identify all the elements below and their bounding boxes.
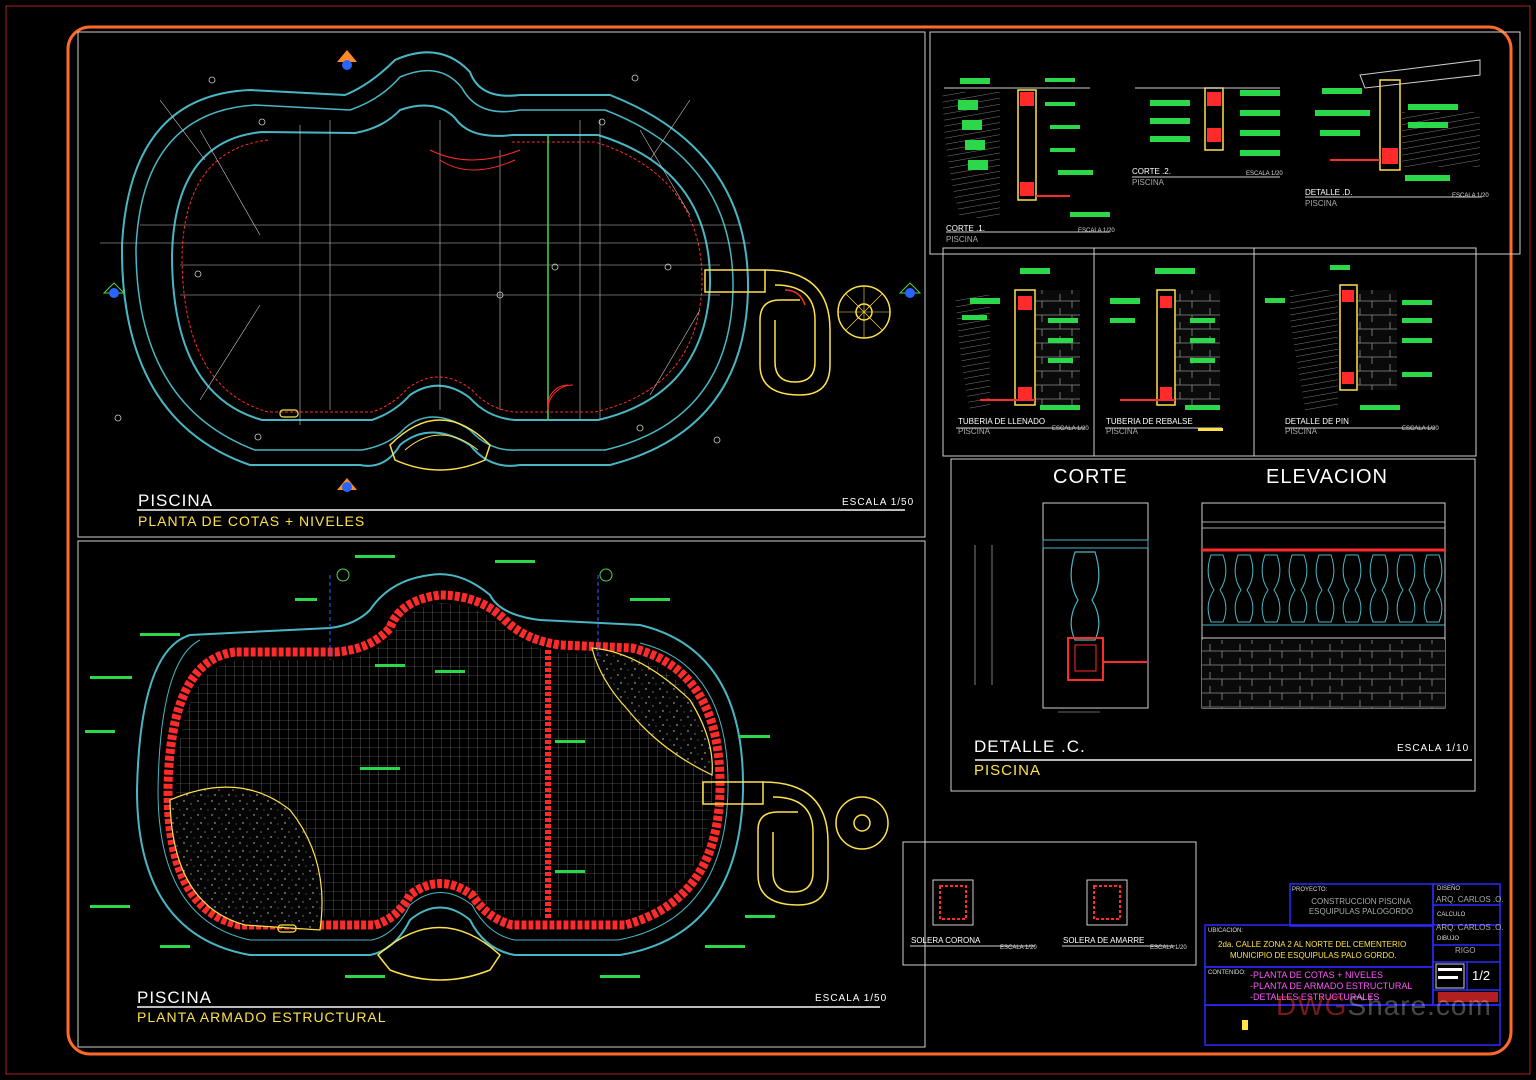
plan-cotas-title: PISCINA xyxy=(138,491,214,510)
pool-inner-outline xyxy=(170,104,712,421)
rebar-ring xyxy=(163,590,725,930)
plan-cotas-subtitle: PLANTA DE COTAS + NIVELES xyxy=(138,513,366,529)
ubicacion-value-2: MUNICIPIO DE ESQUIPULAS PALO GORDO. xyxy=(1230,951,1397,960)
pool-deck-outline xyxy=(120,51,750,467)
panel-tuberias xyxy=(942,247,1477,457)
watermark-part1: DWG xyxy=(1276,990,1348,1021)
balusters xyxy=(1207,554,1443,623)
detail-c-corte xyxy=(974,502,1149,713)
ubicacion-value-1: 2da. CALLE ZONA 2 AL NORTE DEL CEMENTERI… xyxy=(1218,940,1407,949)
solera-corona-scale: ESCALA 1/20 xyxy=(1000,945,1037,951)
plan-cotas-scale: ESCALA 1/50 xyxy=(842,497,915,508)
section-marker-b-bottom xyxy=(337,478,357,492)
solera-amarre-scale: ESCALA 1/20 xyxy=(1150,945,1187,951)
detalle-d-label: DETALLE .D. xyxy=(1305,188,1353,197)
calculo-label: CALCULO xyxy=(1437,912,1466,918)
corte2-label: CORTE .2. xyxy=(1132,167,1171,176)
tuberia-rebalse-label: TUBERIA DE REBALSE xyxy=(1106,417,1193,426)
proyecto-value: CONSTRUCCION PISCINA ESQUIPULAS PALOGORD… xyxy=(1308,897,1414,916)
concrete-fill-left xyxy=(169,786,323,931)
detail-corte-2 xyxy=(1132,87,1280,178)
detalle-pin-sub: PISCINA xyxy=(1285,427,1318,436)
detail-d xyxy=(1305,59,1482,198)
corte1-scale: ESCALA 1/20 xyxy=(1078,228,1115,234)
panel-plan-armado xyxy=(77,540,926,1048)
dibujo-label: DIBUJO xyxy=(1437,936,1460,942)
solera-amarre-label: SOLERA DE AMARRE xyxy=(1063,936,1145,945)
contenido-item-3: -DETALLES ESTRUCTURALES xyxy=(1250,992,1380,1002)
detalle-c-elevacion-heading: ELEVACION xyxy=(1266,466,1388,488)
section-marker-a-right xyxy=(898,282,922,298)
detail-pin xyxy=(1285,284,1435,429)
concrete-fill-right xyxy=(591,647,713,776)
detail-corte-1 xyxy=(942,87,1110,233)
diseno-value: ARQ. CARLOS .O. xyxy=(1436,895,1504,904)
detalle-pin-label: DETALLE DE PIN xyxy=(1285,417,1349,426)
solera-amarre xyxy=(1062,879,1175,947)
corte1-label: CORTE .1. xyxy=(946,224,985,233)
section-marker-a-left xyxy=(102,282,126,298)
ubicacion-label: UBICACION: xyxy=(1208,928,1244,934)
pool-plan-cotas xyxy=(100,50,922,492)
contenido-item-2: -PLANTA DE ARMADO ESTRUCTURAL xyxy=(1250,981,1413,991)
detalle-c-sub: PISCINA xyxy=(974,762,1042,779)
detalle-c-corte-heading: CORTE xyxy=(1053,466,1128,488)
detail-tuberia-llenado xyxy=(955,289,1085,429)
detalle-c-title: DETALLE .C. xyxy=(974,737,1086,756)
tuberia-rebalse-sub: PISCINA xyxy=(1106,427,1139,436)
detail-c-elevacion xyxy=(1201,502,1446,709)
section-marker-b-top xyxy=(337,50,357,70)
section-marker-2 xyxy=(597,568,613,660)
corte2-sub: PISCINA xyxy=(1132,178,1165,187)
outer-frame xyxy=(5,5,1531,1075)
plan-armado-title: PISCINA xyxy=(137,988,213,1007)
contenido-item-1: -PLANTA DE COTAS + NIVELES xyxy=(1250,970,1383,980)
pool-plan-armado xyxy=(135,568,889,981)
tuberia-llenado-label: TUBERIA DE LLENADO xyxy=(958,417,1046,426)
tuberia-llenado-sub: PISCINA xyxy=(958,427,991,436)
corte1-sub: PISCINA xyxy=(946,235,979,244)
panel-detalle-c xyxy=(950,458,1476,792)
plan-armado-scale: ESCALA 1/50 xyxy=(815,993,888,1004)
detalle-pin-scale: ESCALA 1/20 xyxy=(1402,426,1439,432)
sheet-border xyxy=(66,25,1513,1056)
panel-soleras xyxy=(902,841,1197,966)
solera-corona xyxy=(910,879,1035,947)
watermark-part2: Share.com xyxy=(1347,990,1492,1021)
corte2-scale: ESCALA 1/20 xyxy=(1246,171,1283,177)
watermark: DWGShare.com xyxy=(1276,990,1492,1022)
plan-armado-subtitle: PLANTA ARMADO ESTRUCTURAL xyxy=(137,1009,387,1025)
title-block xyxy=(1204,883,1501,1046)
calculo-value: ARQ. CARLOS .O. xyxy=(1436,923,1504,932)
sheet-number: 1/2 xyxy=(1472,968,1491,983)
proyecto-label: PROYECTO: xyxy=(1292,887,1328,893)
contenido-label: CONTENIDO: xyxy=(1208,970,1246,976)
detalle-d-sub: PISCINA xyxy=(1305,199,1338,208)
dibujo-value: RIGO xyxy=(1455,946,1476,955)
panel-cortes-top xyxy=(929,31,1521,255)
solera-corona-label: SOLERA CORONA xyxy=(911,936,981,945)
diseno-label: DISEÑO xyxy=(1437,886,1461,892)
panel-plan-cotas xyxy=(77,31,926,538)
detalle-d-scale: ESCALA 1/20 xyxy=(1452,193,1489,199)
section-marker-1 xyxy=(329,568,350,660)
tuberia-llenado-scale: ESCALA 1/20 xyxy=(1052,426,1089,432)
detalle-c-scale: ESCALA 1/10 xyxy=(1397,743,1470,754)
detail-tuberia-rebalse xyxy=(1105,289,1223,431)
